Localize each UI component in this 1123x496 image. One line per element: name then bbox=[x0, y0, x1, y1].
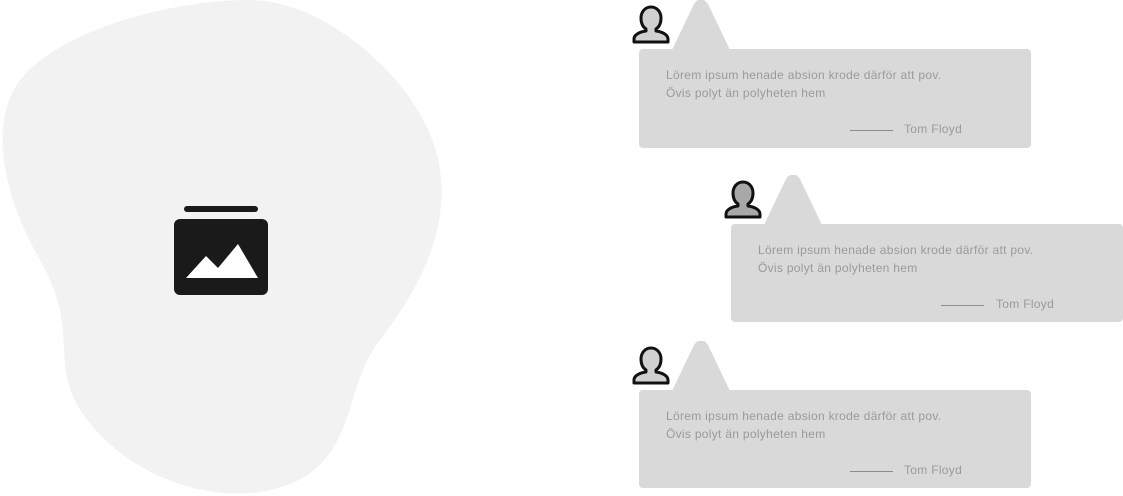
quote-text: Lörem ipsum henade absion krode därför a… bbox=[666, 68, 942, 100]
signature-line bbox=[941, 305, 984, 306]
quote-bubble: Lörem ipsum henade absion krode därför a… bbox=[639, 390, 1031, 488]
author-name: Tom Floyd bbox=[904, 122, 963, 136]
testimonial-card-3: Lörem ipsum henade absion krode därför a… bbox=[629, 341, 1031, 489]
bubble-pointer bbox=[672, 0, 730, 50]
author-name: Tom Floyd bbox=[996, 297, 1055, 311]
user-icon bbox=[724, 180, 762, 219]
image-gallery-icon bbox=[174, 206, 268, 295]
testimonial-card-1: Lörem ipsum henade absion krode därför a… bbox=[629, 0, 1031, 148]
user-icon bbox=[632, 5, 670, 44]
bubble-pointer bbox=[764, 175, 822, 225]
user-icon bbox=[632, 346, 670, 385]
quote-bubble: Lörem ipsum henade absion krode därför a… bbox=[731, 224, 1123, 322]
author-name: Tom Floyd bbox=[904, 463, 963, 477]
quote-text: Lörem ipsum henade absion krode därför a… bbox=[666, 409, 942, 441]
quote-text: Lörem ipsum henade absion krode därför a… bbox=[758, 243, 1034, 275]
bubble-pointer bbox=[672, 341, 730, 391]
testimonial-card-2: Lörem ipsum henade absion krode därför a… bbox=[721, 175, 1123, 323]
quote-bubble: Lörem ipsum henade absion krode därför a… bbox=[639, 49, 1031, 148]
signature-line bbox=[850, 130, 893, 131]
signature-line bbox=[850, 471, 893, 472]
